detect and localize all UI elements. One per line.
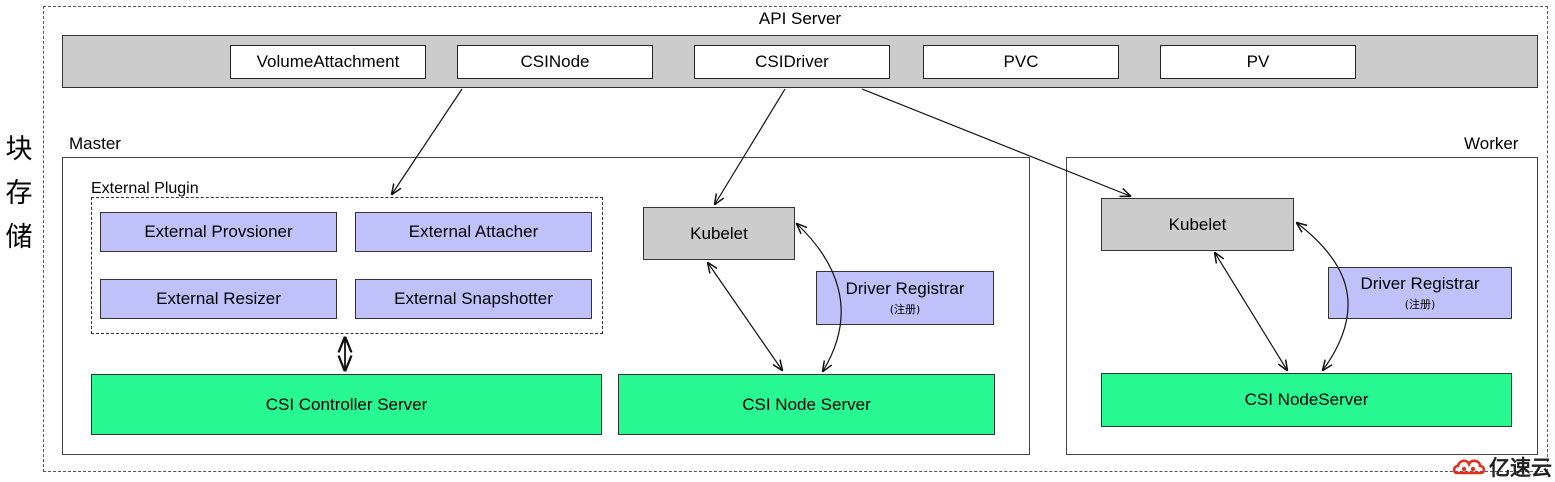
external-provisioner: External Provsioner	[100, 212, 337, 252]
registrar-title: Driver Registrar	[845, 279, 965, 298]
block-storage-label: 块 存 储	[4, 128, 34, 260]
csi-controller-server: CSI Controller Server	[91, 374, 602, 435]
resource-csidriver: CSIDriver	[694, 45, 890, 79]
side-label-char: 储	[5, 222, 33, 253]
registrar-note: (注册)	[889, 303, 921, 316]
external-plugin-label: External Plugin	[91, 180, 199, 197]
side-label-char: 存	[5, 178, 33, 209]
resource-volumeattachment: VolumeAttachment	[230, 45, 426, 79]
worker-kubelet: Kubelet	[1101, 198, 1294, 251]
arrow-master-registrar	[797, 224, 842, 371]
cloud-logo-icon	[1452, 459, 1486, 475]
resource-pv: PV	[1160, 45, 1356, 79]
api-server-title: API Server	[758, 9, 842, 28]
storage-outer-frame	[43, 6, 1548, 472]
worker-label: Worker	[1464, 134, 1519, 153]
side-label-char: 块	[5, 134, 33, 165]
resource-csinode: CSINode	[457, 45, 653, 79]
external-plugin-group	[91, 197, 603, 334]
worker-csi-node-server: CSI NodeServer	[1101, 373, 1512, 427]
external-attacher: External Attacher	[355, 212, 592, 252]
external-resizer: External Resizer	[100, 279, 337, 319]
arrow-csidriver-to-worker-kubelet	[861, 88, 1130, 196]
master-kubelet: Kubelet	[643, 207, 795, 260]
registrar-note: (注册)	[1404, 298, 1436, 311]
arrow-master-kubelet-node	[708, 263, 782, 370]
external-snapshotter: External Snapshotter	[355, 279, 592, 319]
arrow-csidriver-to-master-kubelet	[715, 88, 786, 204]
arrow-csinode-to-plugin	[392, 88, 463, 194]
resource-pvc: PVC	[923, 45, 1119, 79]
registrar-title: Driver Registrar	[1360, 274, 1480, 293]
worker-driver-registrar: Driver Registrar (注册)	[1328, 267, 1512, 319]
master-csi-node-server: CSI Node Server	[618, 374, 995, 435]
arrow-worker-kubelet-node	[1215, 253, 1287, 370]
watermark-text: 亿速云	[1489, 456, 1552, 480]
arrow-worker-registrar	[1297, 223, 1349, 370]
yisu-cloud-logo: 亿速云	[1452, 452, 1552, 482]
master-label: Master	[69, 134, 121, 153]
master-driver-registrar: Driver Registrar (注册)	[816, 271, 994, 325]
